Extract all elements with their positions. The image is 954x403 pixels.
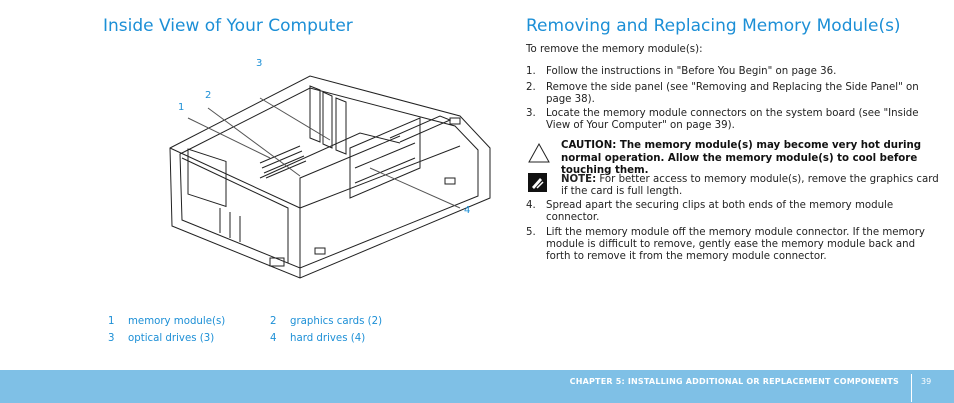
intro-text: To remove the memory module(s): (526, 44, 703, 55)
caution-icon (528, 143, 550, 163)
chapter-title: CHAPTER 5: INSTALLING ADDITIONAL OR REPL… (569, 377, 899, 386)
note-icon (528, 173, 547, 192)
footer-divider (911, 374, 912, 402)
legend-item: 4 hard drives (4) (270, 333, 365, 344)
legend-number: 1 (108, 316, 115, 327)
note-label: NOTE: (561, 174, 597, 185)
legend-item: 2 graphics cards (2) (270, 316, 382, 327)
step-number: 4. (526, 200, 536, 211)
step-number: 2. (526, 82, 536, 93)
callout-4: 4 (464, 205, 471, 216)
legend-label: memory module(s) (128, 316, 226, 327)
legend-number: 4 (270, 333, 277, 344)
step-text: Remove the side panel (see "Removing and… (546, 82, 919, 105)
legend-label: hard drives (4) (290, 333, 366, 344)
legend-label: graphics cards (2) (290, 316, 383, 327)
legend-number: 2 (270, 316, 277, 327)
callout-2: 2 (205, 90, 212, 101)
callout-3: 3 (256, 58, 263, 69)
step-number: 3. (526, 108, 536, 119)
step-text: Follow the instructions in "Before You B… (546, 66, 837, 77)
memory-module-heading: Removing and Replacing Memory Module(s) (526, 16, 901, 36)
inside-view-heading: Inside View of Your Computer (103, 16, 353, 36)
step-text: Lift the memory module off the memory mo… (546, 227, 925, 262)
legend-number: 3 (108, 333, 115, 344)
caution-text: CAUTION: The memory module(s) may become… (561, 140, 922, 176)
note-text: NOTE: For better access to memory module… (561, 174, 941, 198)
step-number: 1. (526, 66, 536, 77)
step-text: Locate the memory module connectors on t… (546, 108, 919, 131)
page-number: 39 (921, 377, 932, 386)
footer-bar (0, 370, 954, 403)
legend-item: 1 memory module(s) (108, 316, 225, 327)
legend-item: 3 optical drives (3) (108, 333, 214, 344)
step-number: 5. (526, 227, 536, 238)
legend-label: optical drives (3) (128, 333, 215, 344)
step-text: Spread apart the securing clips at both … (546, 200, 894, 223)
callout-1: 1 (178, 102, 185, 113)
computer-interior-figure (169, 75, 491, 279)
note-body: For better access to memory module(s), r… (561, 174, 939, 197)
